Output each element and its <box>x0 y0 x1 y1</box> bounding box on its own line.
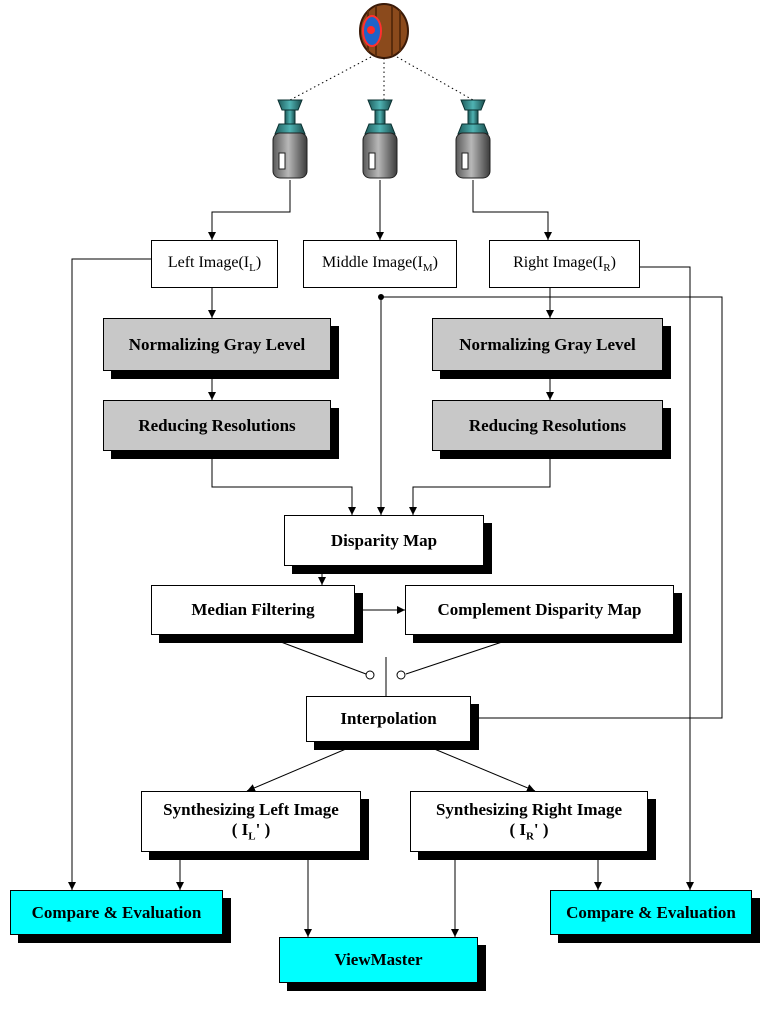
camera-icon <box>362 99 398 179</box>
complement-disparity-label: Complement Disparity Map <box>437 600 642 620</box>
disparity-map-label: Disparity Map <box>330 530 438 550</box>
right-reduce-label: Reducing Resolutions <box>468 415 627 435</box>
left-image-label: Left Image(IL) <box>167 253 262 274</box>
synth-right-box: Synthesizing Right Image ( IR' ) <box>410 791 648 852</box>
camera-icon <box>455 99 491 179</box>
left-normalize-box: Normalizing Gray Level <box>103 318 331 371</box>
synth-right-symbol: ( IR' ) <box>509 819 549 843</box>
compare-left-box: Compare & Evaluation <box>10 890 223 935</box>
synth-left-box: Synthesizing Left Image ( IL' ) <box>141 791 361 852</box>
interpolation-box: Interpolation <box>306 696 471 742</box>
middle-image-label: Middle Image(IM) <box>322 253 438 274</box>
right-normalize-label: Normalizing Gray Level <box>459 334 636 354</box>
synth-left-symbol: ( IL' ) <box>231 819 271 843</box>
left-image-box: Left Image(IL) <box>151 240 278 288</box>
left-reduce-box: Reducing Resolutions <box>103 400 331 451</box>
middle-image-box: Middle Image(IM) <box>303 240 457 288</box>
scene-object-icon <box>359 3 409 59</box>
right-image-box: Right Image(IR) <box>489 240 640 288</box>
complement-disparity-box: Complement Disparity Map <box>405 585 674 635</box>
compare-left-label: Compare & Evaluation <box>31 902 202 922</box>
median-filtering-box: Median Filtering <box>151 585 355 635</box>
viewmaster-box: ViewMaster <box>279 937 478 983</box>
compare-right-label: Compare & Evaluation <box>566 902 736 922</box>
compare-right-box: Compare & Evaluation <box>550 890 752 935</box>
disparity-map-box: Disparity Map <box>284 515 484 566</box>
left-normalize-label: Normalizing Gray Level <box>128 334 306 354</box>
right-image-label: Right Image(IR) <box>513 253 616 274</box>
synth-right-title: Synthesizing Right Image <box>435 800 623 820</box>
median-filtering-label: Median Filtering <box>191 600 315 620</box>
right-normalize-box: Normalizing Gray Level <box>432 318 663 371</box>
interpolation-label: Interpolation <box>340 709 437 729</box>
left-reduce-label: Reducing Resolutions <box>138 415 296 435</box>
viewmaster-label: ViewMaster <box>334 950 423 970</box>
synth-left-title: Synthesizing Left Image <box>163 800 339 820</box>
camera-icon <box>272 99 308 179</box>
right-reduce-box: Reducing Resolutions <box>432 400 663 451</box>
